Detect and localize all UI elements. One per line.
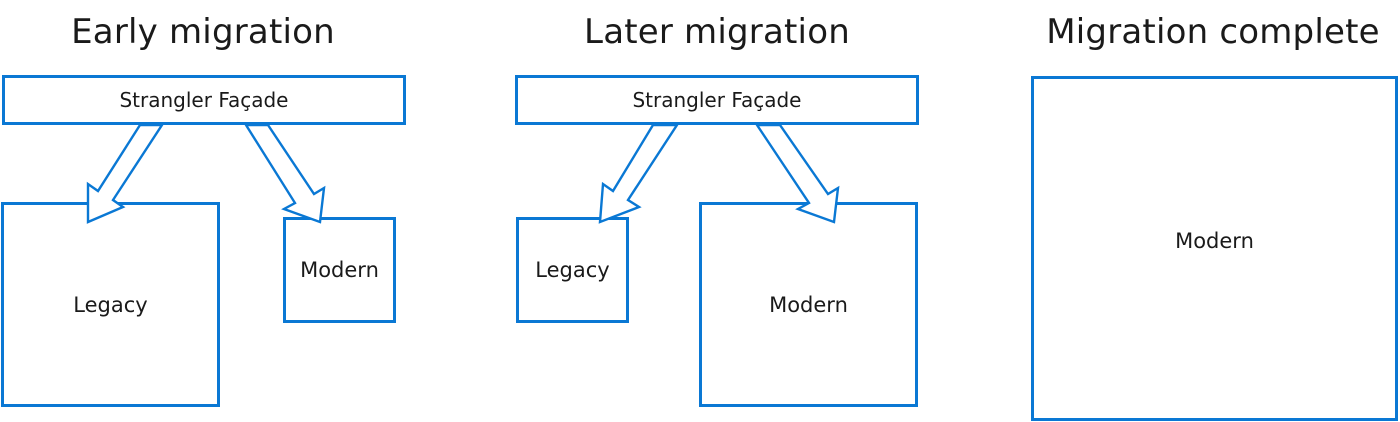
strangler-facade-box-early: Strangler Façade xyxy=(2,75,406,125)
modern-box-later: Modern xyxy=(699,202,918,407)
arrow-facade-to-legacy-later xyxy=(598,123,680,224)
legacy-label: Legacy xyxy=(535,258,610,282)
panel-title-complete: Migration complete xyxy=(1046,12,1380,52)
modern-label: Modern xyxy=(1175,228,1254,253)
arrow-facade-to-modern-later xyxy=(754,123,840,224)
arrow-facade-to-modern-early xyxy=(243,123,326,224)
arrow-facade-to-legacy-early xyxy=(86,123,165,224)
modern-box-complete: Modern xyxy=(1031,76,1398,421)
panel-title-early: Early migration xyxy=(71,12,335,52)
modern-box-early: Modern xyxy=(283,217,396,323)
modern-label: Modern xyxy=(300,258,379,282)
strangler-facade-box-later: Strangler Façade xyxy=(515,75,919,125)
legacy-label: Legacy xyxy=(73,292,148,317)
facade-label: Strangler Façade xyxy=(119,88,289,112)
panel-title-later: Later migration xyxy=(584,12,850,52)
legacy-box-later: Legacy xyxy=(516,217,629,323)
facade-label: Strangler Façade xyxy=(632,88,802,112)
modern-label: Modern xyxy=(769,292,848,317)
